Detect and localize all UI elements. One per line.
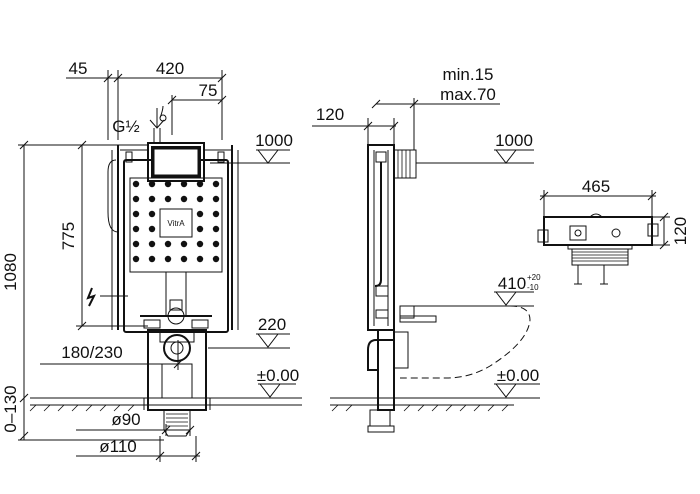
dim-zero-left: ±0.00 — [257, 366, 299, 385]
dim-45: 45 — [69, 59, 88, 78]
dim-410-minus: -10 — [527, 283, 539, 292]
wc-bowl-outline — [400, 305, 531, 379]
cistern-dot — [164, 180, 172, 188]
cistern-dot — [212, 225, 220, 233]
dim-465-line — [539, 190, 657, 216]
dim-g-half: G½ — [112, 117, 139, 136]
dim-420: 420 — [156, 59, 184, 78]
cistern-dot — [180, 180, 188, 188]
top-dimensions — [66, 70, 227, 140]
dim-min-15: min.15 — [442, 65, 493, 84]
dim-410-plus: +20 — [527, 273, 541, 282]
cistern-dot — [212, 240, 220, 248]
frame-legs — [111, 145, 239, 333]
cistern-dot — [212, 180, 220, 188]
cistern-dot-pattern — [132, 180, 220, 263]
dim-120-right: 120 — [671, 217, 690, 245]
cistern-dot — [148, 255, 156, 263]
side-frame — [367, 144, 417, 331]
cistern-dot — [196, 240, 204, 248]
cistern-dot — [132, 180, 140, 188]
top-view: 465 120 — [537, 177, 690, 285]
side-floor — [330, 397, 514, 412]
cistern-dot — [148, 210, 156, 218]
cistern-dot — [212, 255, 220, 263]
cistern-dot — [196, 255, 204, 263]
cistern-dot — [196, 225, 204, 233]
dim-775-line — [76, 140, 148, 331]
cistern-dot — [164, 195, 172, 203]
dim-220: 220 — [258, 315, 286, 334]
water-inlet — [149, 105, 167, 143]
cistern-dot — [132, 195, 140, 203]
dim-0-130-line — [18, 398, 164, 441]
top-body — [537, 213, 659, 246]
cistern-dot — [164, 255, 172, 263]
cistern-dot — [132, 210, 140, 218]
level-1000-mid — [416, 149, 534, 164]
dim-dia-90: ø90 — [111, 410, 140, 429]
cistern-dot — [196, 180, 204, 188]
level-zero-left — [206, 383, 296, 399]
cistern-dot — [196, 195, 204, 203]
cistern-dot — [180, 255, 188, 263]
vitra-logo: VitrA — [167, 219, 185, 228]
dim-120-side-line — [312, 98, 500, 150]
cistern-dot — [148, 180, 156, 188]
cistern-dot — [148, 195, 156, 203]
cistern-dot — [148, 225, 156, 233]
dim-1000-left: 1000 — [255, 131, 293, 150]
top-drain — [567, 244, 633, 285]
dim-120-right-line — [652, 212, 670, 250]
dim-1080: 1080 — [1, 253, 20, 291]
level-zero-mid — [400, 383, 540, 399]
front-view: VitrA — [1, 59, 302, 462]
dim-1080-line — [18, 140, 76, 403]
side-hose — [107, 159, 119, 233]
cistern-dot — [212, 210, 220, 218]
dim-775: 775 — [59, 222, 78, 250]
dim-dia-110: ø110 — [99, 437, 137, 456]
cistern-dot — [132, 255, 140, 263]
cistern-dot — [132, 240, 140, 248]
dim-1000-mid: 1000 — [495, 131, 533, 150]
dim-180-230-line — [40, 340, 183, 370]
cistern-dot — [180, 195, 188, 203]
flush-plate-opening — [120, 142, 232, 182]
dim-180-230: 180/230 — [61, 343, 122, 362]
logo-panel — [159, 208, 193, 238]
cistern-dot — [212, 195, 220, 203]
cistern-dot — [148, 240, 156, 248]
side-legs — [367, 305, 437, 433]
cistern-dot — [164, 240, 172, 248]
diameter-lines — [76, 424, 201, 462]
support-legs — [143, 329, 211, 437]
dim-max-70: max.70 — [440, 85, 496, 104]
electrical-icon — [86, 287, 96, 307]
dim-465: 465 — [582, 177, 610, 196]
dim-0-130: 0–130 — [1, 385, 20, 432]
side-view: 120 min.15 max.70 1000 410 +20 -10 ±0.00 — [312, 65, 541, 433]
level-220 — [208, 333, 290, 349]
dim-410: 410 — [498, 274, 526, 293]
dim-zero-mid: ±0.00 — [497, 366, 539, 385]
flush-pipe — [140, 272, 212, 329]
level-1000-left — [210, 149, 290, 164]
dim-75: 75 — [199, 81, 218, 100]
cistern-dot — [180, 240, 188, 248]
dim-120-side: 120 — [316, 105, 344, 124]
cistern-dot — [132, 225, 140, 233]
cistern-dot — [196, 210, 204, 218]
level-410 — [414, 291, 534, 307]
